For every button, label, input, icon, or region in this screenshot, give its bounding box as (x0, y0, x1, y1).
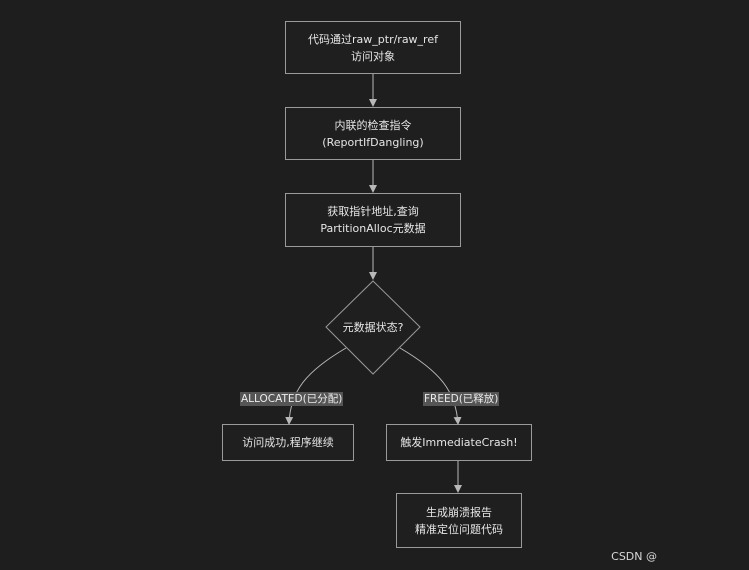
node-access-success-label: 访问成功,程序继续 (242, 436, 334, 449)
node-inline-check-line2: (ReportIfDangling) (322, 135, 424, 149)
node-crash-report-line1: 生成崩溃报告 (426, 505, 492, 519)
node-immediate-crash: 触发ImmediateCrash! (386, 424, 532, 461)
decision-label: 元数据状态? (342, 321, 404, 334)
node-get-address-line2: PartitionAlloc元数据 (320, 222, 426, 235)
edge-label-freed: FREED(已释放) (423, 392, 500, 406)
node-access-success: 访问成功,程序继续 (222, 424, 354, 461)
edge-label-allocated: ALLOCATED(已分配) (240, 392, 344, 406)
node-access-object-line2: 访问对象 (351, 49, 395, 63)
node-inline-check: 内联的检查指令 (ReportIfDangling) (285, 107, 461, 160)
node-access-object: 代码通过raw_ptr/raw_ref 访问对象 (285, 21, 461, 74)
edge-decision-to-crash (399, 347, 462, 425)
node-inline-check-line1: 内联的检查指令 (334, 118, 412, 132)
node-immediate-crash-label: 触发ImmediateCrash! (400, 436, 518, 449)
csdn-watermark: CSDN @ (611, 550, 657, 563)
node-get-address-line1: 获取指针地址,查询 (327, 205, 419, 218)
node-access-object-line1: 代码通过raw_ptr/raw_ref (308, 32, 438, 46)
decision-diamond (325, 280, 421, 375)
node-get-address: 获取指针地址,查询 PartitionAlloc元数据 (285, 193, 461, 247)
node-crash-report-line2: 精准定位问题代码 (415, 522, 503, 536)
node-crash-report: 生成崩溃报告 精准定位问题代码 (396, 493, 522, 548)
edge-decision-to-continue (285, 347, 347, 425)
